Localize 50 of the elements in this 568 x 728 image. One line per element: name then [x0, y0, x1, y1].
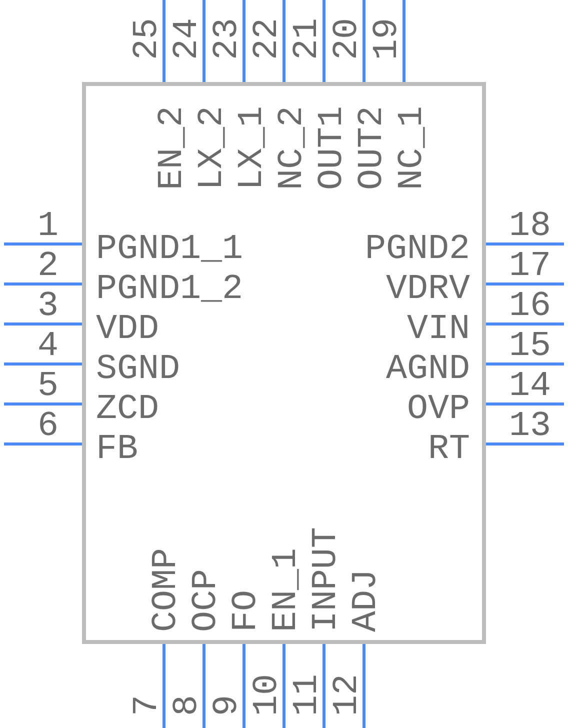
pin-name: OCP	[188, 568, 224, 632]
pin-number: 8	[170, 694, 204, 716]
pin-name: NC_1	[394, 106, 430, 190]
pin-number: 21	[290, 18, 324, 60]
pin-number: 1	[38, 208, 58, 244]
pin-number: 25	[130, 18, 164, 60]
pin-name: FB	[96, 432, 138, 466]
pin-number: 9	[210, 694, 244, 716]
pin-name: FO	[228, 590, 264, 632]
pin-name: EN_1	[268, 548, 304, 632]
pin-name: ADJ	[348, 568, 384, 632]
pin-name: COMP	[148, 548, 184, 632]
pin-name: VIN	[406, 312, 470, 346]
pin-number: 15	[509, 328, 551, 364]
pin-name: INPUT	[308, 526, 344, 632]
pin-number: 10	[250, 674, 284, 716]
pin-name: NC_2	[274, 106, 310, 190]
pin-name: EN_2	[154, 106, 190, 190]
pin-number: 24	[170, 18, 204, 60]
pin-number: 23	[210, 18, 244, 60]
pin-number: 20	[330, 18, 364, 60]
pin-name: RT	[428, 432, 470, 466]
pin-name: VDRV	[386, 272, 470, 306]
pin-number: 12	[330, 674, 364, 716]
pin-number: 3	[38, 288, 58, 324]
pin-number: 2	[38, 248, 58, 284]
pin-name: OUT2	[354, 106, 390, 190]
pin-name: AGND	[386, 352, 470, 386]
pin-name: PGND2	[364, 232, 470, 266]
pin-number: 7	[130, 694, 164, 716]
pin-name: PGND1_1	[96, 232, 244, 266]
pin-name: LX_1	[234, 106, 270, 190]
pin-number: 22	[250, 18, 284, 60]
pin-number: 4	[38, 328, 58, 364]
pin-number: 11	[290, 674, 324, 716]
pin-name: SGND	[96, 352, 180, 386]
pin-name: OVP	[406, 392, 470, 426]
pin-name: OUT1	[314, 106, 350, 190]
pin-name: LX_2	[194, 106, 230, 190]
pin-number: 6	[38, 408, 58, 444]
pin-name: ZCD	[96, 392, 160, 426]
pin-name: PGND1_2	[96, 272, 244, 306]
pin-number: 14	[509, 368, 551, 404]
pin-number: 5	[38, 368, 58, 404]
pin-number: 16	[509, 288, 551, 324]
pin-number: 18	[509, 208, 551, 244]
pin-number: 13	[509, 408, 551, 444]
pin-number: 17	[509, 248, 551, 284]
pin-name: VDD	[96, 312, 160, 346]
pin-number: 19	[370, 18, 404, 60]
